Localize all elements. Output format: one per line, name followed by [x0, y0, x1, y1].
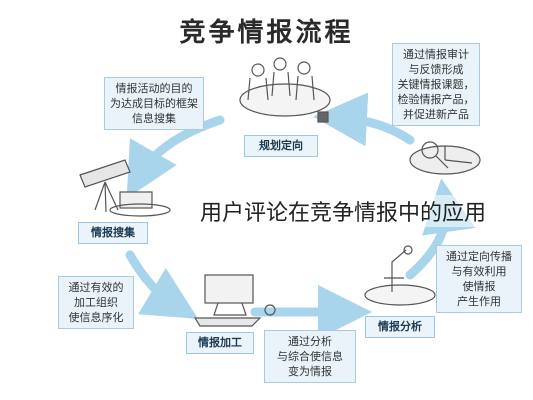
- telescope-illustration: [79, 159, 171, 217]
- arrow-audit-to-planning: [313, 92, 415, 147]
- meeting-illustration: [239, 57, 331, 123]
- note-line: 检验情报产品，: [397, 93, 475, 106]
- note-line: 关键情报课题，: [397, 78, 475, 91]
- note-line: 使情报: [462, 280, 496, 293]
- stage-planning-label: 规划定向: [244, 135, 318, 157]
- flow-arrows: [125, 92, 476, 339]
- microscope-illustration: [364, 245, 436, 306]
- note-line: 与综合使信息: [277, 350, 343, 363]
- note-line: 通过情报审计: [403, 48, 469, 61]
- note-line: 与反馈形成: [408, 63, 464, 76]
- note-line: 变为情报: [288, 365, 332, 378]
- note-line: 通过定向传播: [446, 250, 512, 263]
- note-line: 使信息序化: [68, 311, 124, 324]
- note-line: 与有效利用: [451, 265, 507, 278]
- note-audit: 通过情报审计 与反馈形成 关键情报课题， 检验情报产品， 并促进新产品: [392, 43, 480, 126]
- stage-processing-label: 情报加工: [186, 332, 254, 354]
- note-line: 产生作用: [457, 295, 501, 308]
- note-line: 情报活动的目的: [115, 82, 193, 95]
- note-planning-purpose: 情报活动的目的 为达成目标的框架 信息搜集: [104, 77, 204, 130]
- stage-analysis-label: 情报分析: [365, 316, 435, 338]
- note-line: 并促进新产品: [403, 108, 469, 121]
- note-line: 通过有效的: [68, 281, 124, 294]
- note-line: 为达成目标的框架: [110, 97, 198, 110]
- caption-overlay: 用户评论在竞争情报中的应用: [200, 195, 487, 227]
- computer-illustration: [193, 274, 276, 327]
- note-line: 通过分析: [288, 335, 332, 348]
- note-collection: 通过有效的 加工组织 使信息序化: [58, 276, 134, 329]
- stage-collection-label: 情报搜集: [78, 222, 148, 244]
- magnifier-illustration: [409, 141, 481, 175]
- arrow-planning-to-collection: [126, 115, 225, 199]
- note-analysis: 通过定向传播 与有效利用 使情报 产生作用: [436, 245, 522, 313]
- arrow-collection-to-processing: [125, 250, 199, 319]
- diagram-title: 竞争情报流程: [179, 18, 354, 48]
- note-line: 加工组织: [74, 296, 118, 309]
- note-line: 信息搜集: [132, 112, 176, 125]
- note-processing: 通过分析 与综合使信息 变为情报: [264, 330, 356, 383]
